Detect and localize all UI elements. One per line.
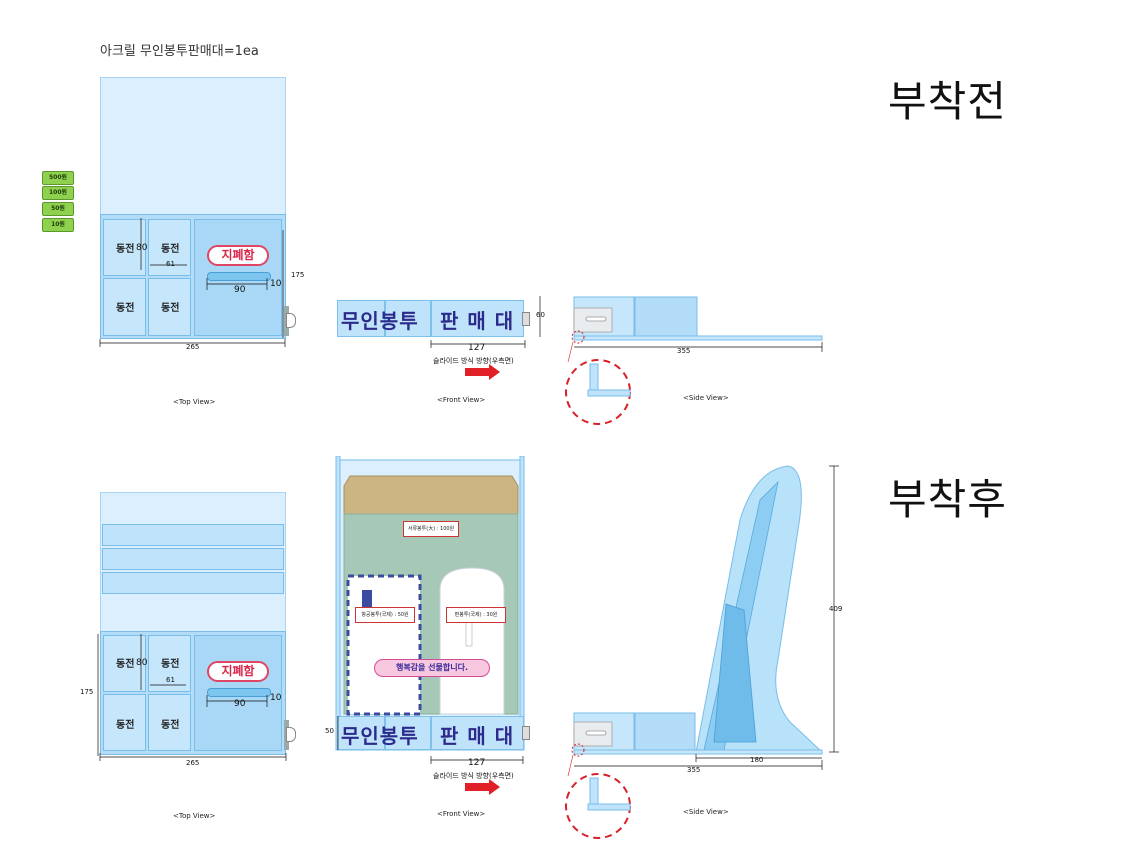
shelf-1	[102, 524, 284, 546]
back-panel	[100, 77, 286, 216]
front-banner-divider-2	[430, 300, 432, 337]
slide-arrow-icon-after	[465, 779, 500, 795]
front-view-after	[335, 456, 525, 751]
coin-cell-after-3	[103, 694, 146, 751]
dim-front-width: 127	[468, 343, 486, 353]
dim-cell-height: 80	[136, 243, 148, 253]
label-airmail-envelope: 항공봉투(국제) : 50원	[355, 607, 415, 623]
side-knob	[286, 313, 296, 328]
front-view-before-dims	[430, 296, 541, 348]
dim-tray-width-after: 265	[186, 759, 200, 767]
dim-slot-width-after: 90	[234, 699, 246, 709]
label-plain-envelope: 편봉투(국제) : 30원	[446, 607, 506, 623]
top-view-after: 동전 동전 동전 동전 지폐함	[100, 492, 296, 757]
slide-direction-note: 슬라이드 방식 방향(우측면)	[433, 357, 514, 365]
coin-cell-after-label-2: 동전	[161, 659, 180, 670]
dim-slot-height: 10	[270, 279, 282, 289]
bill-box-badge-after: 지폐함	[207, 661, 269, 682]
dim-tray-width: 265	[186, 343, 200, 351]
coin-cell-after-label-4: 동전	[161, 720, 180, 731]
side-view-before	[565, 296, 823, 425]
dim-cell-width-after: 61	[166, 676, 175, 684]
coin-cell-2	[148, 219, 191, 276]
slide-direction-note-after: 슬라이드 방식 방향(우측면)	[433, 772, 514, 780]
slogan-badge: 행복감을 선물합니다.	[374, 659, 490, 677]
dim-stand-height: 409	[829, 605, 843, 613]
drawing-title: 아크릴 무인봉투판매대=1ea	[100, 44, 259, 59]
coin-cell-3	[103, 278, 146, 336]
front-banner-after-text-2: 판 매 대	[440, 724, 515, 748]
coin-cell-after-label-3: 동전	[116, 720, 135, 731]
coin-cell-after-label-1: 동전	[116, 659, 135, 670]
section-label-after: 부착후	[888, 475, 1007, 524]
shelf-2	[102, 548, 284, 570]
coin-cell-after-1	[103, 635, 146, 692]
coin-tag-500: 500원	[42, 171, 74, 185]
caption-side-view-before: <Side View>	[683, 394, 729, 402]
dim-front-height-after: 50	[325, 727, 334, 735]
front-side-knob-after	[522, 726, 530, 740]
coin-cell-label-4: 동전	[161, 303, 180, 314]
caption-front-view-after: <Front View>	[437, 810, 486, 818]
front-banner-divider-1	[384, 300, 386, 337]
coin-cell-4	[148, 278, 191, 336]
coin-tag-50: 50원	[42, 202, 74, 216]
dim-cell-height-after: 80	[136, 658, 148, 668]
label-large-envelope: 서류봉투(大) : 100원	[403, 521, 459, 537]
dim-stand-length: 180	[750, 756, 764, 764]
top-view-before-dims	[99, 218, 286, 347]
front-side-knob-before	[522, 312, 530, 326]
top-view-before: 동전 동전 동전 동전 지폐함	[100, 77, 296, 342]
dim-tray-height: 175	[291, 271, 305, 279]
section-label-before: 부착전	[888, 77, 1007, 126]
coin-cell-after-4	[148, 694, 191, 751]
coin-cell-label-1: 동전	[116, 244, 135, 255]
coin-cell-1	[103, 219, 146, 276]
coin-tag-100: 100원	[42, 186, 74, 200]
dim-slot-height-after: 10	[270, 693, 282, 703]
dim-front-height: 60	[536, 311, 545, 319]
dim-side-length: 355	[677, 347, 691, 355]
coin-tag-10: 10원	[42, 218, 74, 232]
coin-cell-label-2: 동전	[161, 244, 180, 255]
caption-side-view-after: <Side View>	[683, 808, 729, 816]
dim-front-width-after: 127	[468, 758, 486, 768]
front-view-after-dims	[337, 716, 524, 764]
front-banner-after-divider-1	[384, 716, 386, 750]
caption-top-view-after: <Top View>	[173, 812, 216, 820]
front-banner-after-divider-2	[430, 716, 432, 750]
bill-slot	[207, 272, 271, 281]
dim-cell-width: 61	[166, 260, 175, 268]
dim-tray-height-after: 175	[80, 688, 94, 696]
bill-slot-after	[207, 688, 271, 697]
front-banner-text-2: 판 매 대	[440, 309, 515, 333]
dim-side-length-after: 355	[687, 766, 701, 774]
coin-cell-label-3: 동전	[116, 303, 135, 314]
side-knob-after	[286, 727, 296, 742]
slide-arrow-icon	[465, 364, 500, 380]
caption-top-view-before: <Top View>	[173, 398, 216, 406]
front-banner-after-text-1: 무인봉투	[341, 724, 419, 748]
bill-box-badge: 지폐함	[207, 245, 269, 266]
front-banner-text-1: 무인봉투	[341, 309, 419, 333]
caption-front-view-before: <Front View>	[437, 396, 486, 404]
coin-cell-after-2	[148, 635, 191, 692]
dim-slot-width: 90	[234, 285, 246, 295]
side-view-after	[565, 465, 839, 839]
top-view-after-dims	[97, 634, 287, 761]
shelf-3	[102, 572, 284, 594]
